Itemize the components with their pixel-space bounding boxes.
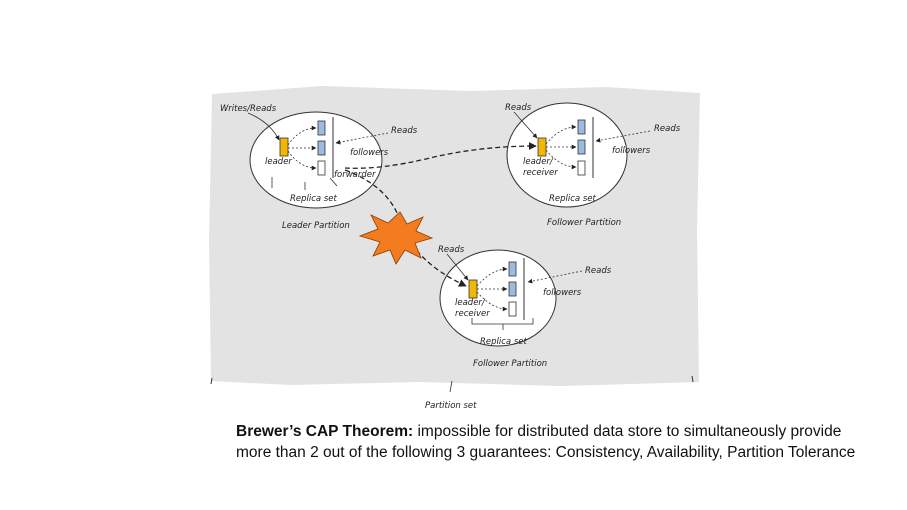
replication-arrow [545, 149, 577, 170]
caption-text: impossible for distributed data store to… [236, 423, 856, 461]
leader-replica-ellipse [249, 111, 383, 209]
reads-top-label: Reads [438, 245, 465, 255]
followers-label: followers [543, 288, 582, 298]
reads-arrow [527, 270, 583, 284]
role-label-line2: receiver [523, 168, 558, 178]
leader-receiver-box [468, 279, 478, 299]
leader-box [279, 137, 289, 157]
reads-arrow [335, 132, 389, 145]
partition-set-pointer [449, 380, 453, 393]
follower-box [317, 160, 326, 176]
partition-label: Leader Partition [282, 221, 350, 231]
follower-box [577, 119, 586, 135]
leader-partition: Writes/Reads Reads followers leader forw… [220, 104, 418, 231]
replication-arrow [545, 124, 577, 145]
replica-set-label: Replica set [480, 337, 527, 347]
partition-set-tick-right [691, 375, 694, 383]
replication-arrow [476, 291, 508, 312]
follower-box [577, 139, 586, 155]
reads-top-label: Reads [505, 103, 532, 113]
forward-path-to-follower-2 [344, 169, 467, 287]
caption-bold: Brewer’s CAP Theorem: [236, 423, 414, 440]
reads-in-arrow [513, 111, 538, 139]
role-label-line2: receiver [455, 309, 490, 319]
follower-box [317, 140, 326, 156]
reads-in-arrow [446, 253, 469, 281]
follower-replica-ellipse [506, 102, 628, 208]
replica-set-label: Replica set [290, 194, 337, 204]
partition-set-label: Partition set [425, 401, 477, 411]
follower-box [317, 120, 326, 136]
leader-receiver-box [537, 137, 547, 157]
partition-set-tick-left [210, 377, 213, 385]
forward-path-to-follower-1 [344, 142, 537, 169]
replica-bracket [271, 177, 306, 190]
follower-box [577, 160, 586, 176]
writes-arrow [247, 112, 280, 141]
reads-arrow [595, 130, 651, 143]
follower-replica-ellipse [439, 249, 557, 347]
follower-box [508, 261, 517, 277]
replication-arrow [476, 266, 508, 287]
role-label-line1: leader/ [455, 298, 486, 308]
follower-box [508, 301, 517, 317]
replica-bracket [471, 318, 534, 330]
partition-label: Follower Partition [547, 218, 621, 228]
follower-partition-1: Reads Reads followers leader/ receiver R… [505, 102, 681, 228]
follower-box [508, 281, 517, 297]
writes-reads-label: Writes/Reads [220, 104, 277, 114]
reads-label: Reads [654, 124, 681, 134]
partition-label: Follower Partition [473, 359, 547, 369]
followers-label: followers [612, 146, 651, 156]
leader-label: leader [265, 157, 292, 167]
role-label-line1: leader/ [523, 157, 554, 167]
replica-set-label: Replica set [549, 194, 596, 204]
followers-label: followers [350, 148, 389, 158]
forwarder-label: forwarder [334, 170, 376, 180]
reads-label: Reads [585, 266, 612, 276]
follower-partition-2: Reads Reads followers leader/ receiver R… [438, 245, 612, 369]
forwarder-pointer [329, 177, 338, 187]
network-partition-explosion-icon [358, 211, 434, 265]
reads-label: Reads [391, 126, 418, 136]
cap-theorem-caption: Brewer’s CAP Theorem: impossible for dis… [236, 421, 876, 463]
